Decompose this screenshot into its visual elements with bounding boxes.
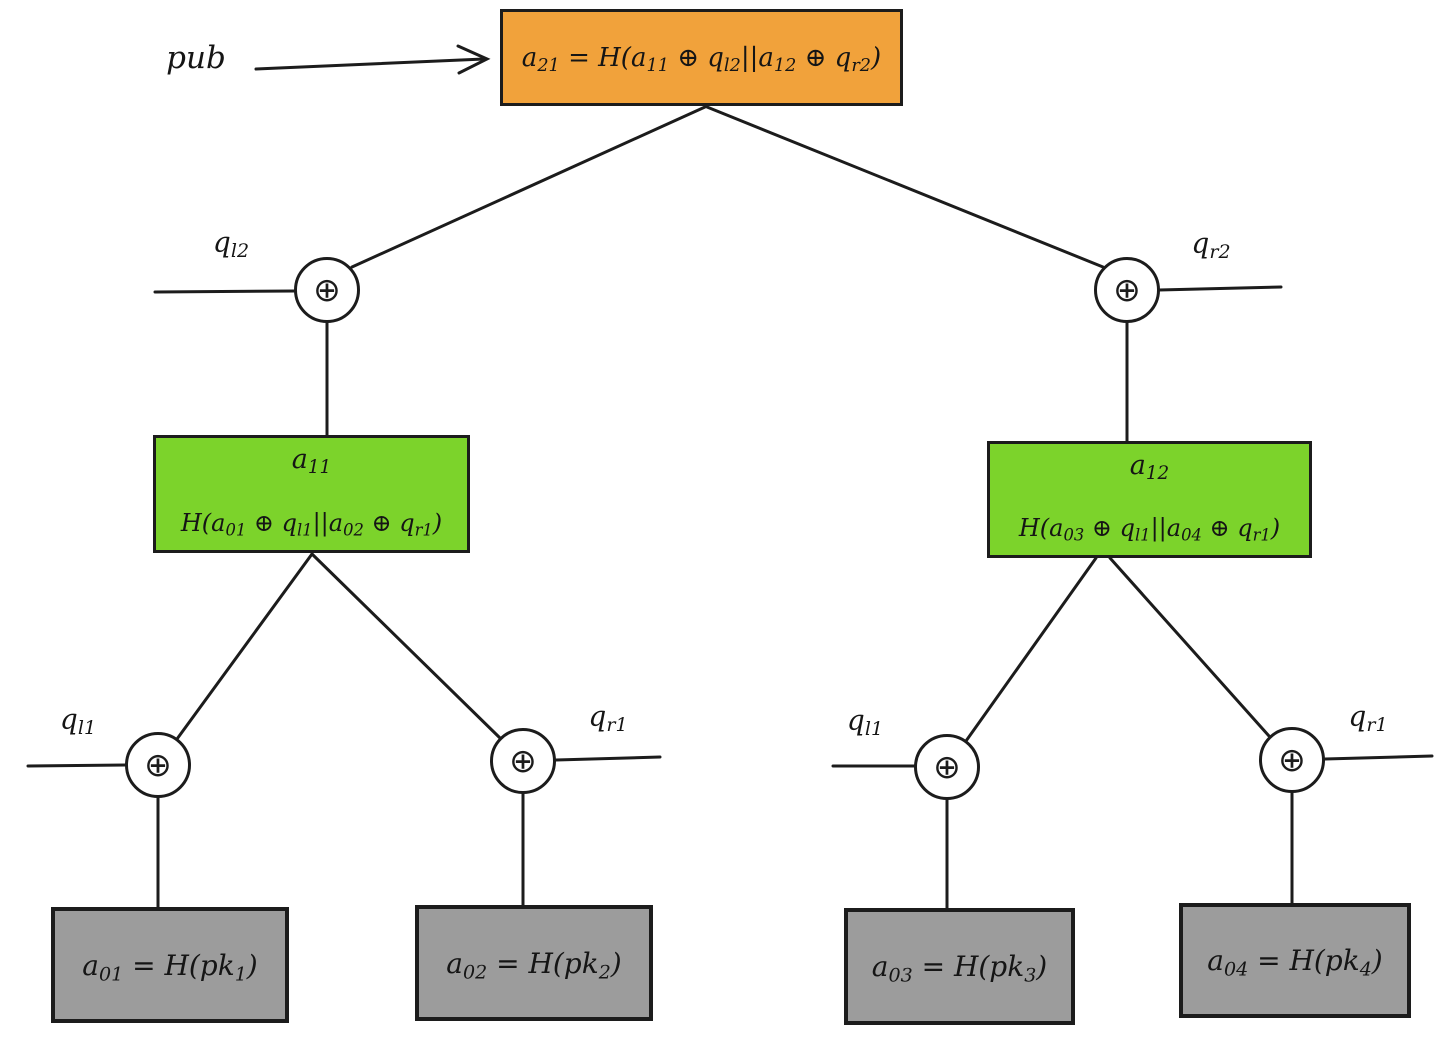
stub-xor-ql1-left-a: [26, 763, 128, 768]
xor-node-qr1-right: ⊕: [1259, 727, 1325, 793]
stub-xor-qr1-right-a: [554, 755, 662, 762]
xor-icon: ⊕: [933, 746, 961, 786]
node-a12-formula: H(a03 ⊕ ql1||a04 ⊕ qr1): [1018, 514, 1281, 545]
label-qr1-left: qr1: [588, 699, 628, 736]
xor-node-ql2: ⊕: [294, 257, 360, 323]
node-a11: a11 H(a01 ⊕ ql1||a02 ⊕ qr1): [153, 435, 470, 553]
xor-node-qr1-left: ⊕: [490, 728, 556, 794]
label-ql2: ql2: [212, 225, 250, 262]
pub-arrowhead-icon: [456, 44, 491, 75]
node-a02-formula: a02 = H(pk2): [446, 946, 622, 983]
xor-node-ql1-left: ⊕: [125, 732, 191, 798]
edge-a11-to-xor-ql1: [175, 552, 314, 741]
node-a04: a04 = H(pk4): [1179, 903, 1411, 1018]
node-a01: a01 = H(pk1): [51, 907, 289, 1023]
label-ql1-right: ql1: [846, 703, 884, 740]
stub-xor-ql2-left: [153, 289, 297, 294]
node-a12-title: a12: [1129, 450, 1170, 485]
edge-a12-to-xor-qr1: [1108, 556, 1271, 738]
edge-root-to-xor-qr2: [705, 105, 1105, 269]
node-a01-formula: a01 = H(pk1): [82, 948, 258, 985]
node-a11-formula: H(a01 ⊕ ql1||a02 ⊕ qr1): [180, 509, 443, 540]
xor-node-ql1-right: ⊕: [914, 734, 980, 800]
xor-icon: ⊕: [1113, 269, 1141, 309]
label-ql1-left: ql1: [59, 702, 97, 739]
xor-icon: ⊕: [144, 744, 172, 784]
node-a12: a12 H(a03 ⊕ ql1||a04 ⊕ qr1): [987, 441, 1312, 558]
label-qr1-right: qr1: [1348, 699, 1388, 736]
edge-a12-to-xor-ql1: [964, 556, 1098, 743]
edge-a11-to-xor-qr1: [310, 552, 502, 740]
node-a04-formula: a04 = H(pk4): [1207, 944, 1383, 981]
pub-label: pub: [166, 40, 226, 76]
xor-icon: ⊕: [509, 740, 537, 780]
node-a03-formula: a03 = H(pk3): [871, 950, 1048, 987]
node-a21-formula: a21 = H(a11 ⊕ ql2||a12 ⊕ qr2): [521, 42, 882, 76]
edge-root-to-xor-ql2: [350, 105, 707, 269]
xor-node-qr2: ⊕: [1094, 257, 1160, 323]
xor-icon: ⊕: [1278, 739, 1306, 779]
edge-pub-arrow-shaft: [254, 57, 486, 71]
node-a21: a21 = H(a11 ⊕ ql2||a12 ⊕ qr2): [500, 9, 903, 106]
node-a03: a03 = H(pk3): [844, 908, 1075, 1025]
node-a11-title: a11: [291, 444, 332, 479]
xor-icon: ⊕: [313, 269, 341, 309]
stub-xor-qr1-right-b: [1323, 754, 1434, 761]
label-qr2: qr2: [1191, 226, 1231, 263]
stub-xor-qr2-right: [1157, 285, 1283, 292]
node-a02: a02 = H(pk2): [415, 905, 653, 1021]
